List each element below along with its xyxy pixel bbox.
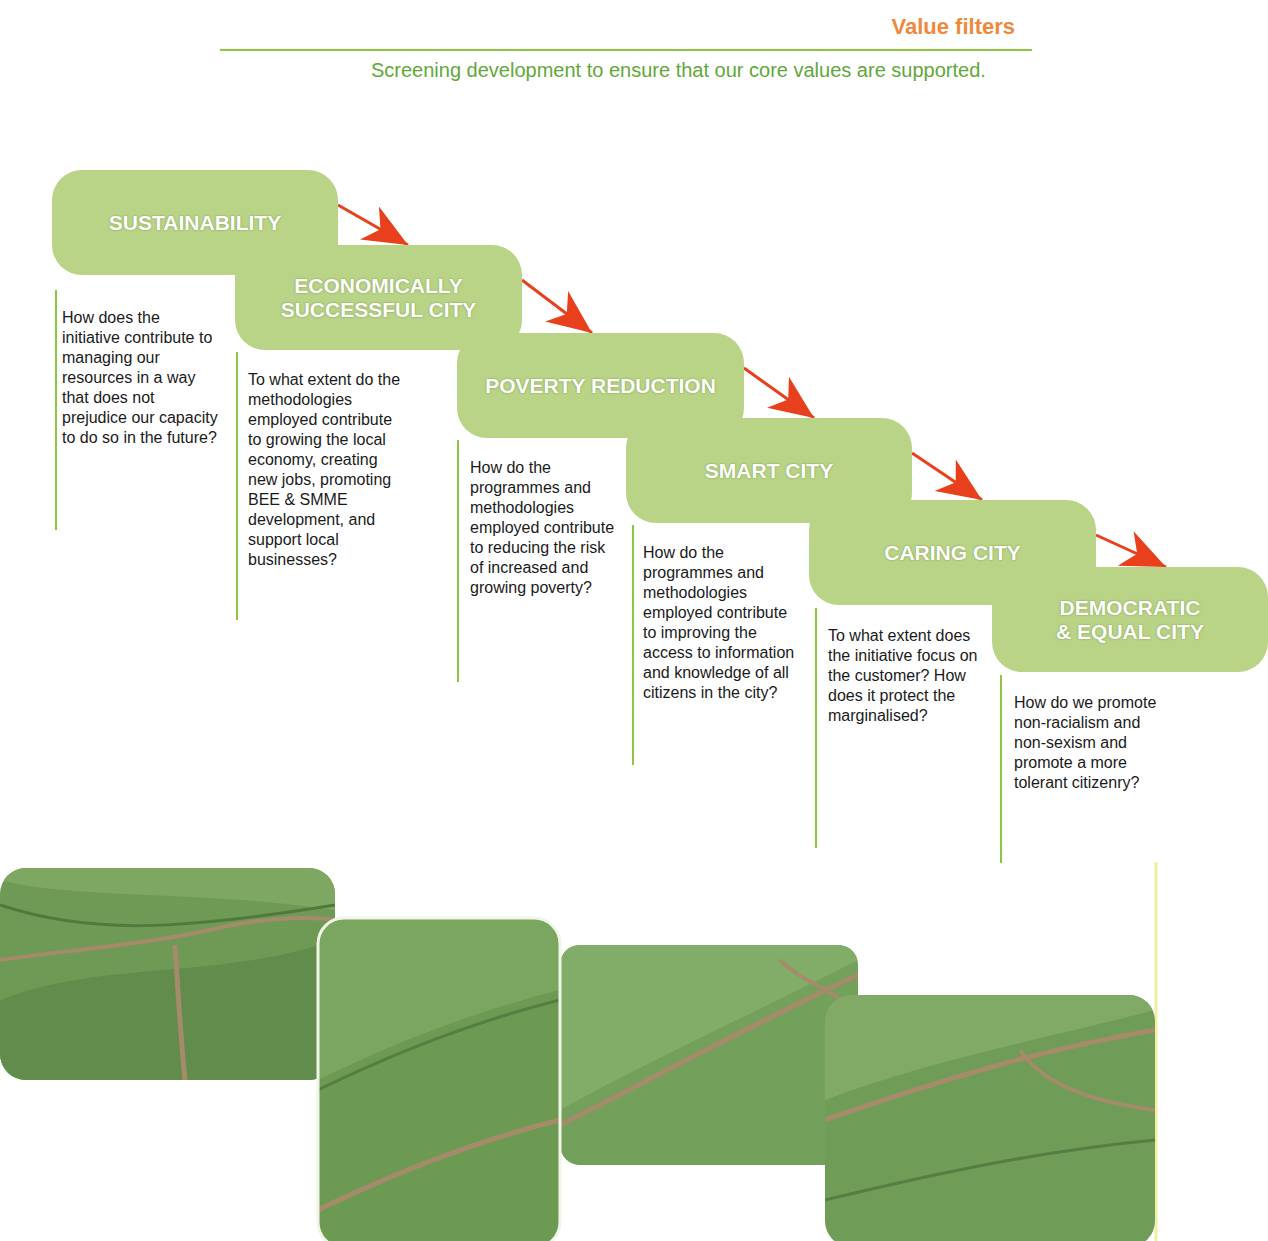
subtitle-text: Screening development to ensure that our…: [371, 60, 1041, 81]
question-text: How do the programmes and methodologies …: [470, 458, 622, 598]
field-photo: [0, 868, 335, 1080]
flow-arrow: [912, 453, 982, 500]
question-column: To what extent does the initiative focus…: [815, 608, 980, 848]
question-text: How do we promote non-racialism and non-…: [1014, 693, 1164, 793]
flow-arrow: [338, 205, 408, 245]
box-heading: SUSTAINABILITY: [109, 211, 281, 235]
flow-arrow: [522, 280, 592, 333]
question-text: How does the initiative contribute to ma…: [62, 308, 222, 448]
box-heading: ECONOMICALLY SUCCESSFUL CITY: [261, 274, 496, 322]
box-heading: CARING CITY: [884, 541, 1021, 565]
edge-rule: [220, 49, 1032, 51]
box-heading: POVERTY REDUCTION: [485, 374, 716, 398]
box-heading: SMART CITY: [705, 459, 833, 483]
question-column: How does the initiative contribute to ma…: [55, 290, 222, 530]
question-text: How do the programmes and methodologies …: [643, 543, 795, 703]
question-text: To what extent do the methodologies empl…: [248, 370, 408, 570]
question-text: To what extent does the initiative focus…: [828, 626, 980, 726]
flow-arrow: [744, 368, 814, 418]
field-photo: [560, 945, 858, 1165]
field-photo: [825, 995, 1155, 1241]
flow-arrow: [1096, 535, 1166, 567]
question-column: To what extent do the methodologies empl…: [236, 352, 408, 620]
page-title: Value filters: [891, 14, 1015, 40]
rounded-box: DEMOCRATIC & EQUAL CITY: [992, 567, 1268, 672]
value-box: DEMOCRATIC & EQUAL CITYHow do we promote…: [992, 567, 1268, 672]
question-column: How do the programmes and methodologies …: [632, 525, 795, 765]
question-column: How do we promote non-racialism and non-…: [1000, 675, 1164, 863]
box-heading: DEMOCRATIC & EQUAL CITY: [1050, 596, 1210, 644]
field-photo: [318, 918, 560, 1241]
question-column: How do the programmes and methodologies …: [457, 440, 622, 682]
